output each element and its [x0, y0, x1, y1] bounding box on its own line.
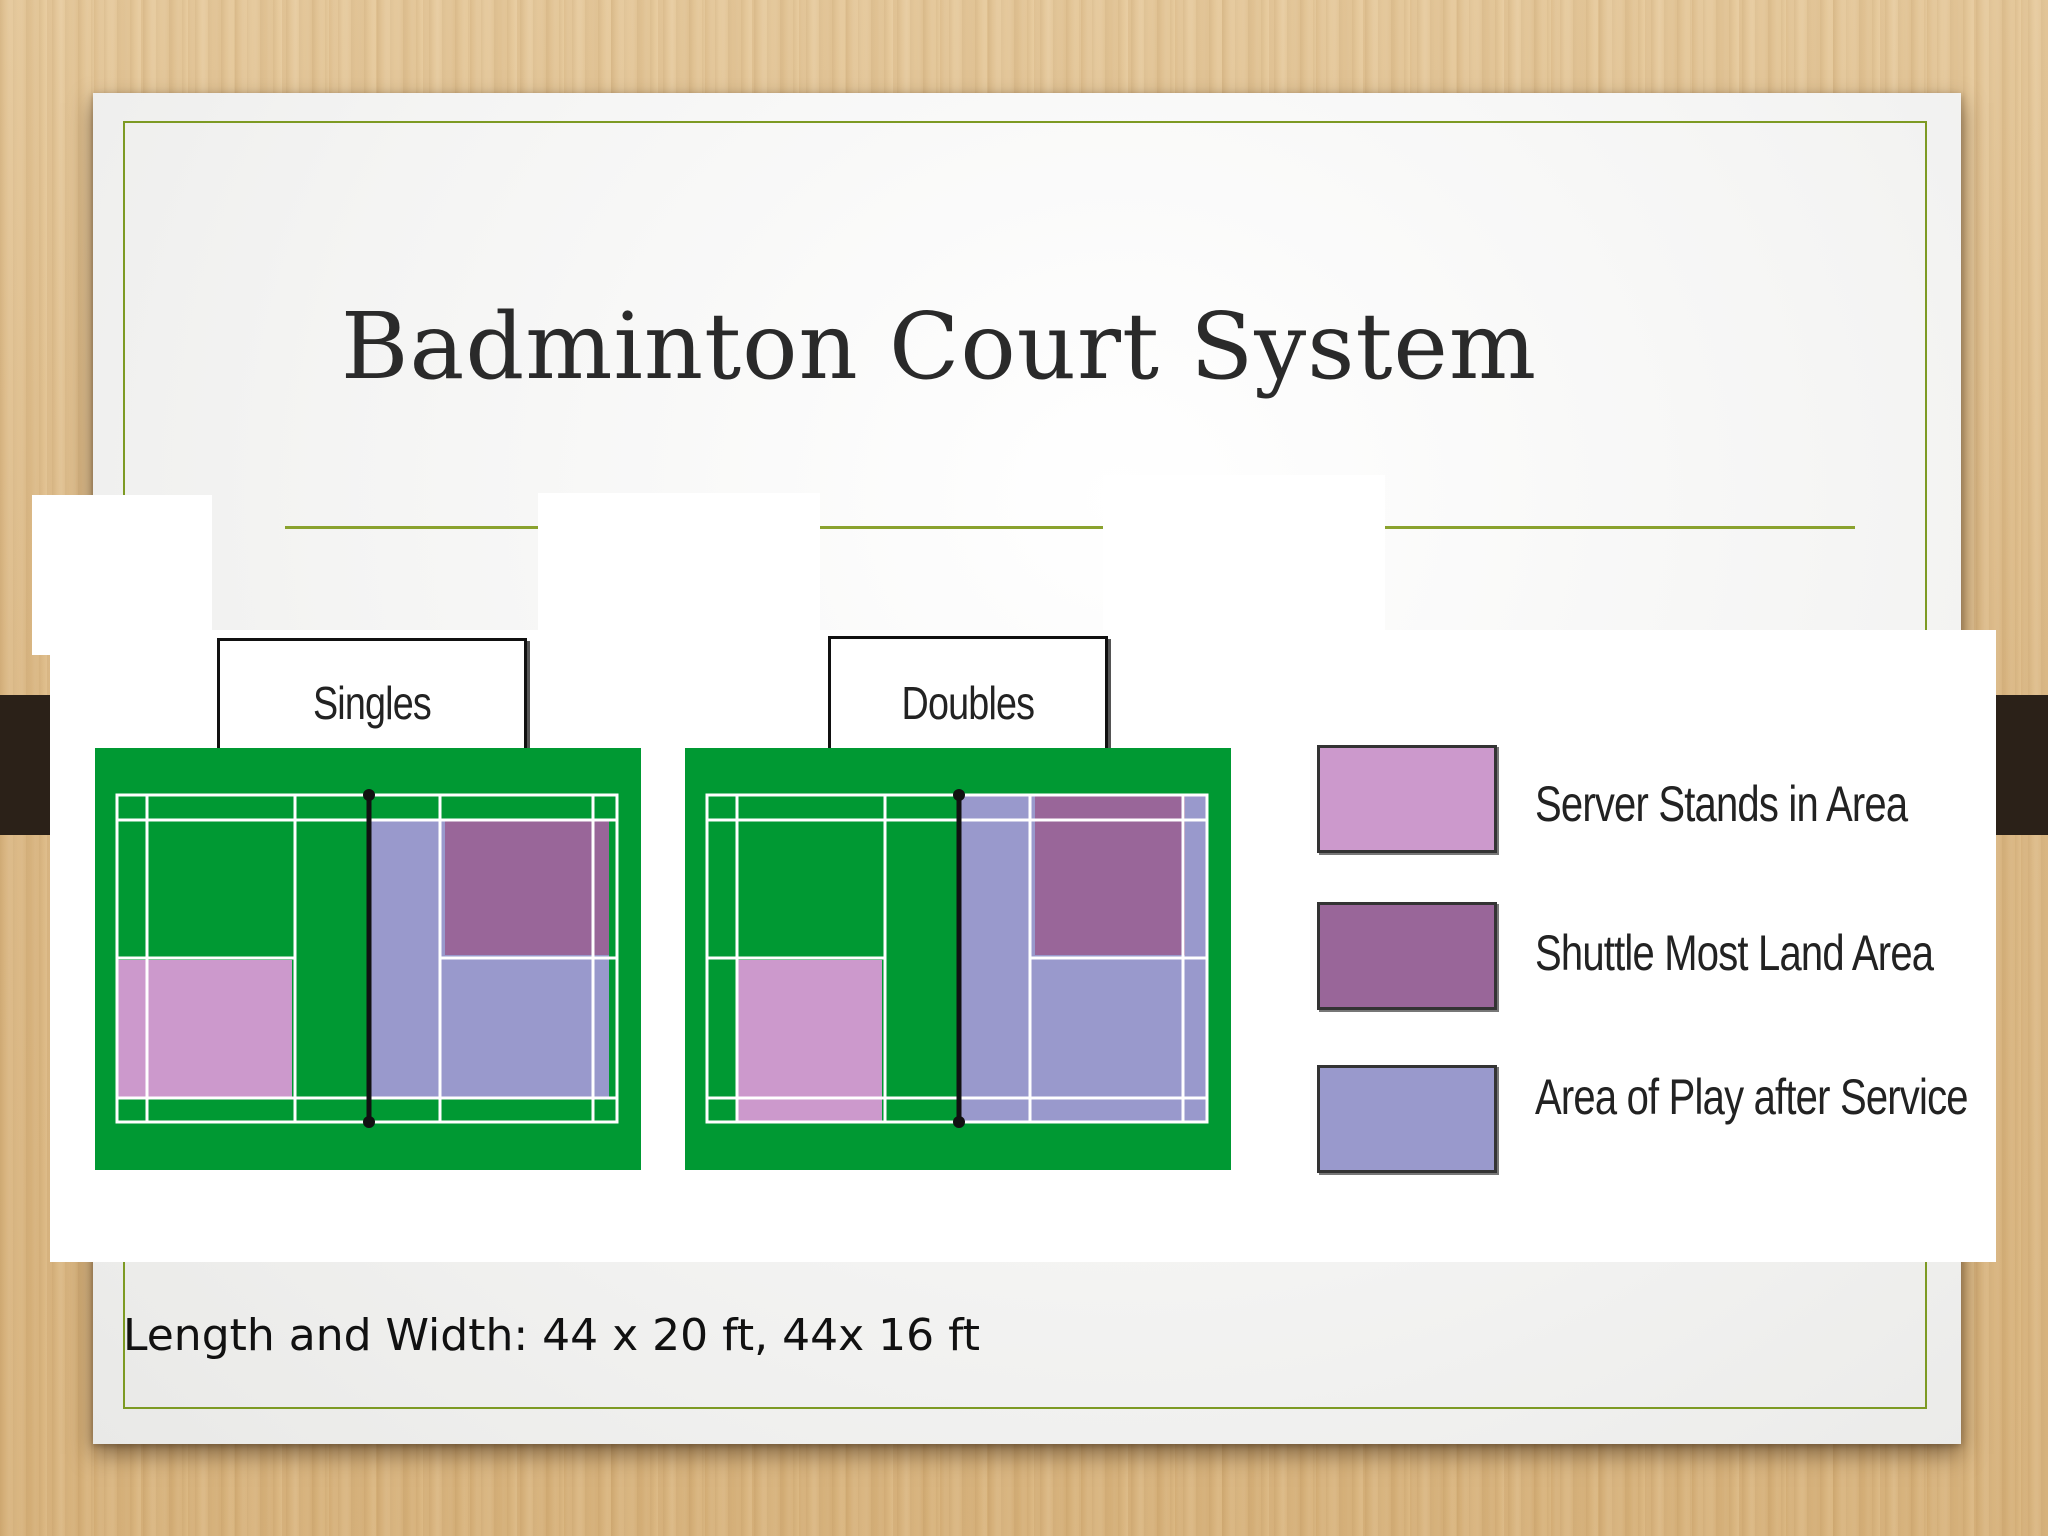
legend-swatch-server — [1317, 745, 1497, 853]
net-post-top — [363, 789, 375, 801]
court-singles — [95, 748, 641, 1170]
legend-swatch-play — [1317, 1065, 1497, 1173]
net-post-top — [953, 789, 965, 801]
legend-swatch-shuttle — [1317, 902, 1497, 1010]
title-underline — [285, 526, 1855, 529]
shuttle-land-region — [445, 820, 609, 955]
white-patch-3 — [1103, 475, 1385, 655]
legend-label-server: Server Stands in Area — [1535, 776, 1908, 832]
doubles-label: Doubles — [828, 636, 1108, 769]
white-patch-2 — [538, 493, 820, 653]
net-post-bottom — [363, 1116, 375, 1128]
white-patch-1 — [32, 495, 212, 655]
legend-label-play: Area of Play after Service — [1535, 1069, 1969, 1125]
singles-label: Singles — [217, 638, 527, 768]
legend-label-shuttle: Shuttle Most Land Area — [1535, 925, 1934, 981]
server-area-region — [737, 960, 882, 1122]
net-post-bottom — [953, 1116, 965, 1128]
dimensions-caption: Length and Width: 44 x 20 ft, 44x 16 ft — [123, 1310, 981, 1361]
server-area-region — [117, 960, 292, 1098]
slide-title: Badminton Court System — [340, 293, 1538, 400]
court-doubles — [685, 748, 1231, 1170]
shuttle-land-region — [1035, 795, 1185, 955]
